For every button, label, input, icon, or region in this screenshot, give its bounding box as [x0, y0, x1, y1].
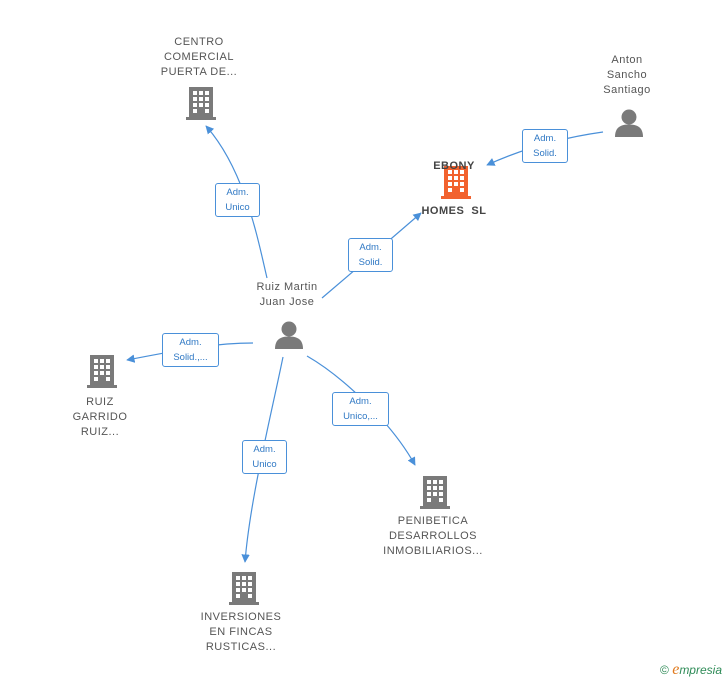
node-label-ebony-homes[interactable]: EBONY HOMES SL — [384, 129, 524, 234]
node-label-line: EN FINCAS — [209, 626, 273, 638]
node-label-line: PENIBETICA — [397, 515, 469, 527]
edge-label-line: Adm. — [349, 396, 372, 407]
building-icon[interactable] — [229, 572, 259, 605]
edge-label-line: Adm. — [226, 187, 249, 198]
node-label-line: GARRIDO — [72, 411, 128, 423]
brand-name: mpresia — [679, 663, 722, 677]
node-label-line: EBONY — [433, 160, 475, 172]
edge-label-line: Solid. — [358, 257, 383, 268]
node-label-line: RUIZ — [86, 396, 114, 408]
node-label-anton-sancho[interactable]: Anton Sancho Santiago — [557, 53, 697, 98]
edge-label-line: Solid.,... — [173, 352, 208, 363]
edge-label-anton-to-ebony[interactable]: Adm. Solid. — [522, 129, 568, 163]
edge-label-to-centro[interactable]: Adm. Unico — [215, 183, 260, 217]
edge-label-line: Unico,... — [343, 411, 378, 422]
edge-label-to-ebony[interactable]: Adm. Solid. — [348, 238, 393, 272]
edge-label-to-inversiones[interactable]: Adm. Unico — [242, 440, 287, 474]
node-label-line: RUIZ... — [80, 426, 120, 438]
node-label-line: INMOBILIARIOS... — [383, 545, 483, 557]
node-label-ruiz-martin[interactable]: Ruiz Martin Juan Jose — [217, 280, 357, 310]
edge-label-line: Solid. — [533, 148, 557, 159]
node-label-line: RUSTICAS... — [205, 641, 277, 653]
node-label-line: Anton — [611, 54, 643, 66]
edge-label-line: Adm. — [179, 337, 202, 348]
node-label-line: CENTRO — [174, 36, 224, 48]
node-label-line: Juan Jose — [259, 296, 315, 308]
edge-label-line: Unico — [252, 459, 277, 470]
edge-label-line: Adm. — [533, 133, 557, 144]
person-icon[interactable] — [275, 321, 303, 350]
node-label-line: PUERTA DE... — [160, 66, 238, 78]
node-label-line: Sancho — [606, 69, 648, 81]
node-label-line: INVERSIONES — [200, 611, 282, 623]
building-icon[interactable] — [186, 87, 216, 120]
node-label-line: Ruiz Martin — [256, 281, 318, 293]
node-label-line: COMERCIAL — [164, 51, 234, 63]
node-label-ruiz-garrido[interactable]: RUIZ GARRIDO RUIZ... — [30, 395, 170, 440]
node-label-line: HOMES SL — [421, 205, 487, 217]
node-label-line: Santiago — [603, 84, 651, 96]
empresia-logo: © empresia — [660, 661, 722, 679]
person-icon[interactable] — [615, 109, 643, 138]
edge-label-line: Adm. — [359, 242, 382, 253]
building-icon[interactable] — [87, 355, 117, 388]
node-label-inversiones[interactable]: INVERSIONES EN FINCAS RUSTICAS... — [171, 610, 311, 655]
copyright-symbol: © — [660, 663, 669, 677]
node-label-penibetica[interactable]: PENIBETICA DESARROLLOS INMOBILIARIOS... — [363, 514, 503, 559]
edge-label-to-penibetica[interactable]: Adm. Unico,... — [332, 392, 389, 426]
edge-label-to-ruiz-garrido[interactable]: Adm. Solid.,... — [162, 333, 219, 367]
edge-label-line: Unico — [225, 202, 250, 213]
node-label-line: DESARROLLOS — [388, 530, 478, 542]
brand-e: e — [672, 661, 680, 678]
node-label-centro-comercial[interactable]: CENTRO COMERCIAL PUERTA DE... — [129, 35, 269, 80]
edge-label-line: Adm. — [253, 444, 276, 455]
building-icon[interactable] — [420, 476, 450, 509]
